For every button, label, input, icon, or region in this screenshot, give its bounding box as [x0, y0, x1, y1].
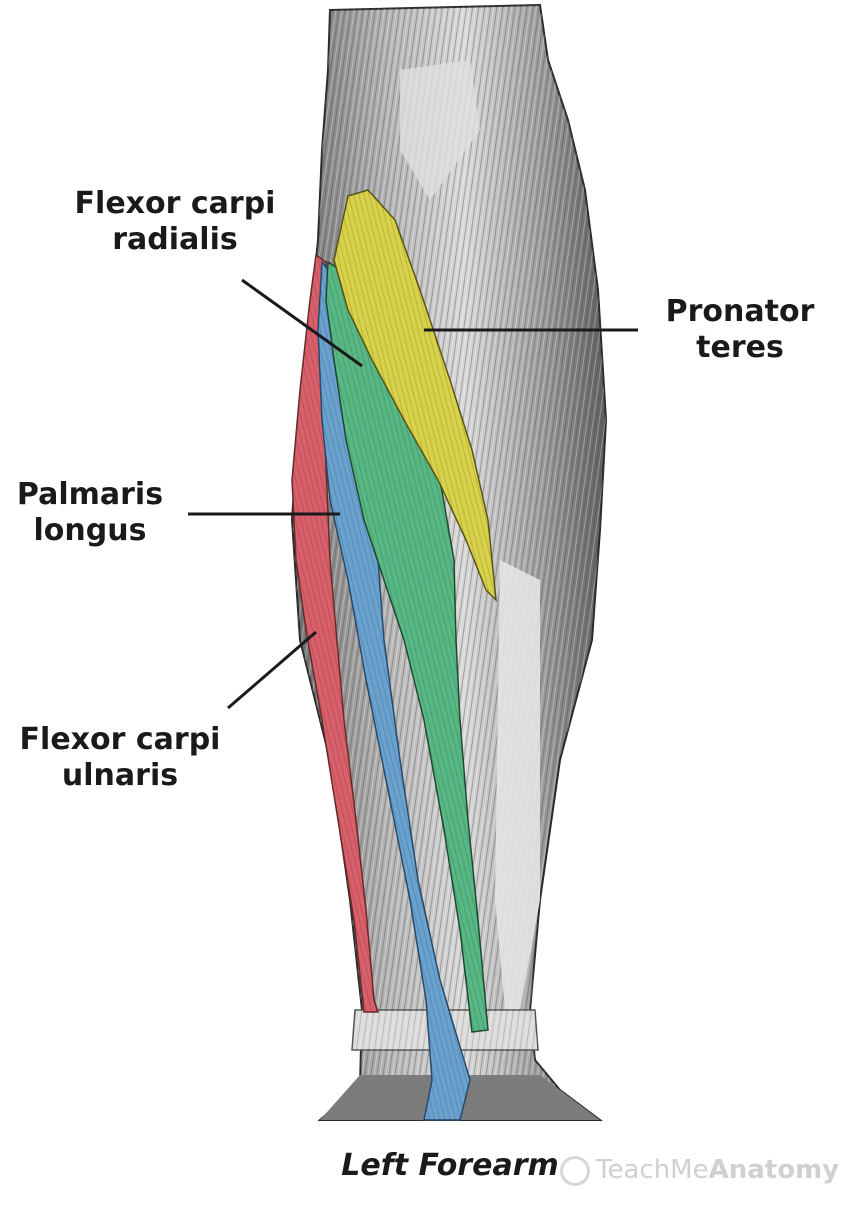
label-line-2: ulnaris: [61, 758, 179, 793]
logo-circle-icon: [560, 1155, 590, 1186]
label-flexor-carpi-radialis: Flexor carpi radialis: [60, 186, 290, 258]
label-line-1: Flexor carpi: [19, 722, 221, 757]
pronator-teres-muscle: [333, 189, 497, 603]
label-line-1: Flexor carpi: [74, 186, 276, 221]
label-line-2: teres: [696, 330, 784, 365]
label-line-2: radialis: [112, 222, 238, 257]
figure-caption: Left Forearm: [341, 1148, 559, 1183]
label-line-1: Palmaris: [16, 477, 164, 512]
watermark-text-2: Anatomy: [708, 1155, 840, 1185]
label-pronator-teres: Pronator teres: [640, 294, 840, 366]
leader-line-flexor-carpi-ulnaris: [227, 630, 317, 710]
flexor-carpi-ulnaris-muscle: [291, 253, 380, 1013]
label-palmaris-longus: Palmaris longus: [0, 477, 180, 549]
label-line-1: Pronator: [665, 294, 815, 329]
watermark-logo: TeachMeAnatomy: [560, 1150, 860, 1190]
label-line-2: longus: [33, 513, 147, 548]
leader-line-flexor-carpi-radialis: [241, 278, 363, 368]
label-flexor-carpi-ulnaris: Flexor carpi ulnaris: [0, 722, 240, 794]
watermark-text-1: TeachMe: [596, 1155, 709, 1185]
